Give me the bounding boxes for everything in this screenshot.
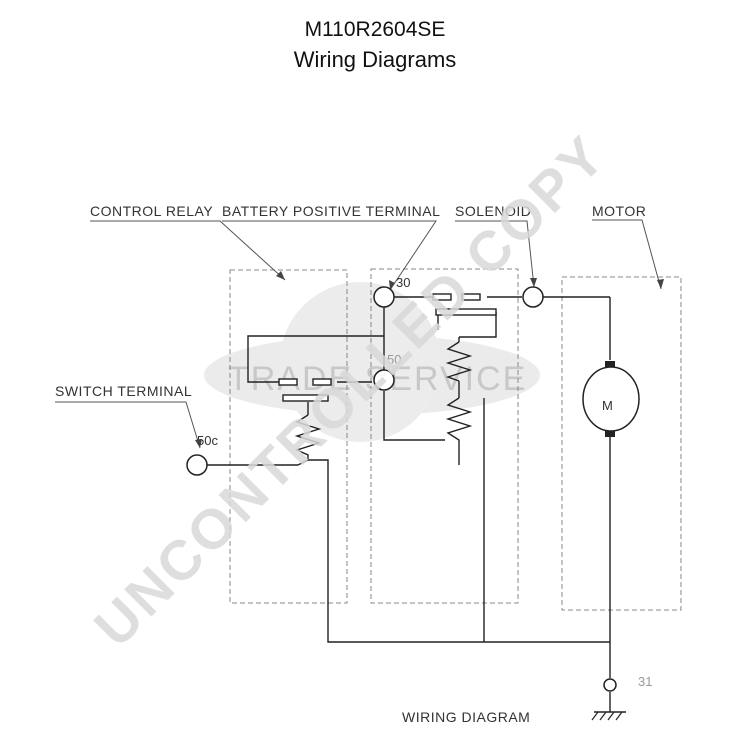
control-relay-leader: [90, 220, 286, 281]
ground-symbol: [591, 711, 623, 721]
label-terminal-31: 31: [638, 674, 652, 689]
component-boxes: [229, 268, 682, 611]
solenoid-hold-coil: [445, 397, 473, 447]
relay-coil: [294, 414, 322, 461]
motor-letter: M: [602, 398, 613, 413]
control-relay-box: [229, 269, 348, 604]
label-terminal-50: 50: [387, 352, 401, 367]
label-solenoid: SOLENOID: [455, 203, 531, 219]
solenoid-pull-in-coil: [445, 341, 473, 382]
terminal-50: [373, 369, 395, 391]
switch-terminal-leader: [55, 401, 201, 449]
label-motor: MOTOR: [592, 203, 646, 219]
page-subtitle: Wiring Diagrams: [293, 47, 457, 72]
leader-arrows: [195, 271, 664, 448]
terminal-31: [603, 678, 617, 692]
label-control-relay: CONTROL RELAY: [90, 203, 213, 219]
solenoid-box: [370, 268, 519, 604]
motor-leader: [592, 219, 662, 290]
terminals: [186, 286, 617, 692]
battery-terminal-leader: [222, 220, 437, 291]
solenoid-leader: [455, 220, 535, 288]
part-number-title: M110R2604SE: [304, 18, 446, 41]
label-leaders: [55, 219, 662, 449]
terminal-50c: [186, 454, 208, 476]
label-battery-positive: BATTERY POSITIVE TERMINAL: [222, 203, 440, 219]
motor-symbol: M: [582, 361, 640, 437]
wires: [207, 296, 626, 713]
solenoid-motor-terminal: [522, 286, 544, 308]
label-switch-terminal: SWITCH TERMINAL: [55, 383, 192, 399]
contacts: [278, 293, 497, 402]
label-terminal-30: 30: [396, 275, 410, 290]
motor-box: [561, 276, 682, 611]
label-footer: WIRING DIAGRAM: [402, 709, 530, 725]
terminal-30: [373, 286, 395, 308]
coils: [294, 341, 473, 466]
label-terminal-50c: 50c: [197, 433, 218, 448]
